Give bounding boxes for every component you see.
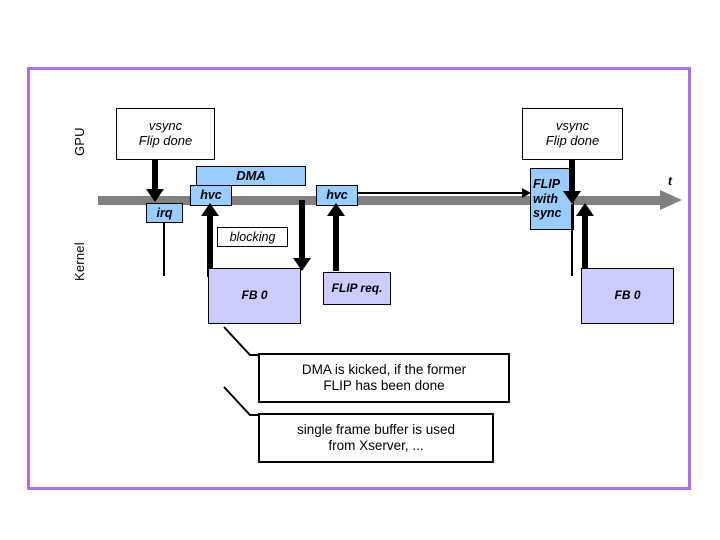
event-box-irq: irq [146,203,183,223]
timeline-arrowhead-icon [660,190,682,210]
arrow-vsync-to-irq [152,160,158,192]
connector-hvc-to-flip [358,192,524,194]
event-box-hvc-second: hvc [316,185,358,206]
annotation-1-line2: FLIP has been done [323,378,445,393]
arrowhead-up-icon-hvc-first [201,203,219,216]
arrow-fb0-to-hvc-first [207,215,213,277]
timeline-axis-label: t [668,174,672,188]
lifeline-irq [163,223,165,276]
annotation-box-dma-kicked: DMA is kicked, if the former FLIP has be… [258,353,510,403]
slide-frame [27,67,691,490]
arrowhead-down-icon-vsync-right [563,191,581,204]
arrowhead-right-icon-flip [522,188,531,198]
event-box-flip-with-sync: FLIP with sync [530,168,574,230]
buffer-box-flip-req: FLIP req. [323,272,391,305]
buffer-box-fb0-left: FB 0 [208,268,301,324]
vsync-label-left-line1: vsync [148,118,183,134]
annotation-1-line1: DMA is kicked, if the former [301,362,467,378]
flip-with-sync-line1: FLIP [533,177,561,192]
lifeline-vsync-right [571,204,573,276]
timeline-axis [98,196,663,205]
arrowhead-down-icon-fb0 [293,258,311,271]
arrowhead-up-icon-hvc-second [327,203,345,216]
label-box-blocking: blocking [217,227,288,247]
annotation-box-single-framebuffer: single frame buffer is used from Xserver… [258,413,494,463]
annotation-2-line2: from Xserver, ... [328,438,424,453]
vsync-label-right-line2: Flip done [545,133,600,148]
flip-with-sync-line3: sync [533,206,562,221]
flip-with-sync-line2: with [533,191,558,206]
event-box-dma: DMA [196,166,306,186]
vsync-label-right-line1: vsync [555,118,590,134]
annotation-2-line1: single frame buffer is used [296,422,456,438]
arrow-vsync-right-to-timeline [569,160,575,194]
lane-label-gpu: GPU [72,127,87,156]
vsync-label-left-line2: Flip done [138,133,193,148]
arrow-dma-to-fb0 [299,200,305,261]
arrow-flipreq-to-hvc-second [333,215,339,271]
arrowhead-up-icon-fb0-right [576,203,594,216]
vsync-flipdone-box-right: vsync Flip done [522,108,623,160]
buffer-box-fb0-right: FB 0 [581,268,674,324]
arrowhead-down-icon-irq [146,189,164,202]
lane-label-kernel: Kernel [72,242,87,281]
arrow-fb0-right-to-timeline [582,215,588,271]
vsync-flipdone-box-left: vsync Flip done [116,108,215,160]
